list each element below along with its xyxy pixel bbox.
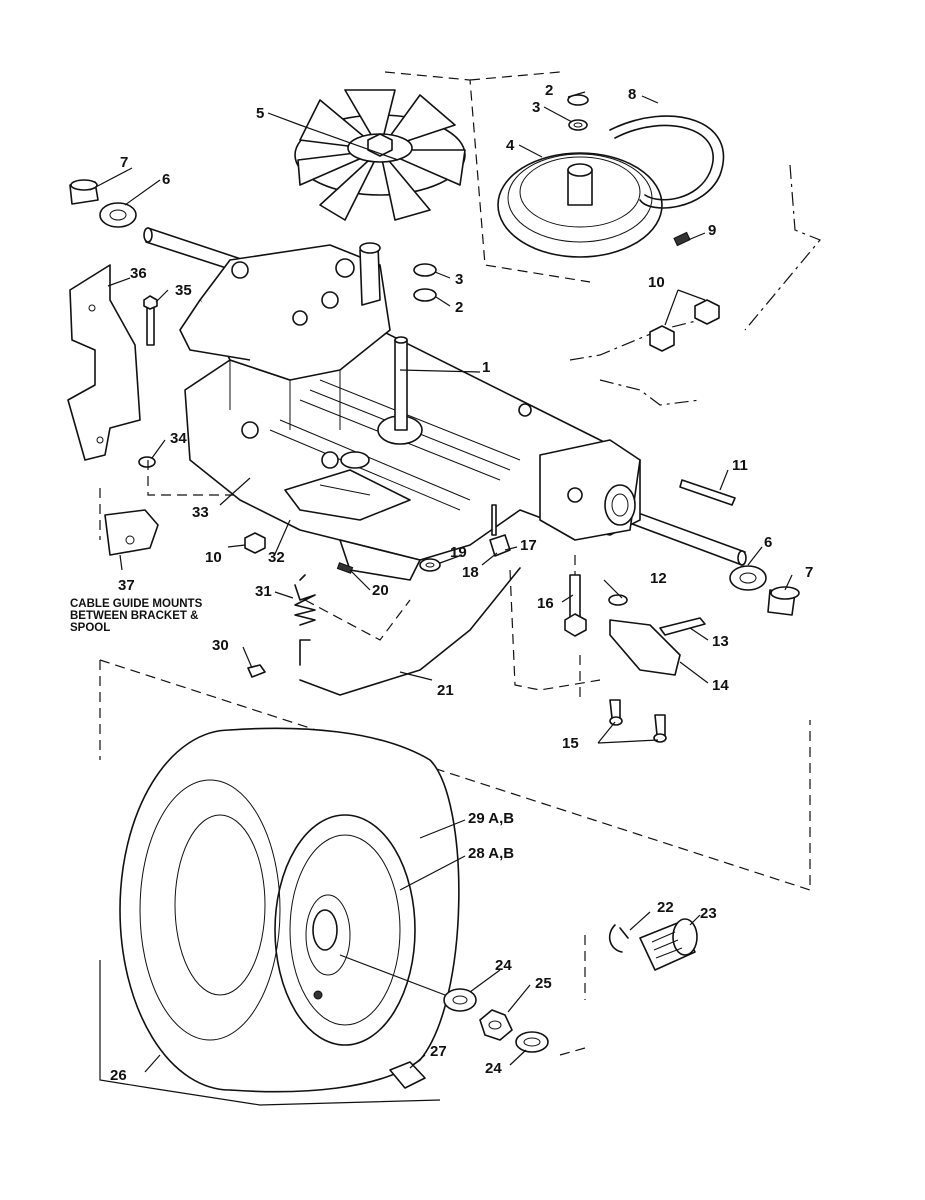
callout-9: 9: [708, 222, 716, 239]
callout-11: 11: [732, 457, 748, 474]
callout-10-left: 10: [205, 549, 222, 566]
note-line-2: BETWEEN BRACKET &: [70, 610, 199, 622]
callout-36: 36: [130, 265, 147, 282]
callout-24-upper: 24: [495, 957, 512, 974]
callout-7-right: 7: [805, 564, 813, 581]
callout-13: 13: [712, 633, 729, 650]
callout-25: 25: [535, 975, 552, 992]
callout-3-top: 3: [532, 99, 540, 116]
callout-35: 35: [175, 282, 192, 299]
mounting-bracket: [67, 264, 159, 556]
brake-parts: [564, 574, 706, 743]
callout-31: 31: [255, 583, 272, 600]
callout-15: 15: [562, 735, 579, 752]
note-line-1: CABLE GUIDE MOUNTS: [70, 598, 203, 610]
callout-8: 8: [628, 86, 636, 103]
callout-21: 21: [437, 682, 454, 699]
callout-26: 26: [110, 1067, 127, 1084]
callout-37: 37: [118, 577, 135, 594]
callout-16: 16: [537, 595, 554, 612]
hex-nuts: [244, 299, 720, 554]
callout-23: 23: [700, 905, 717, 922]
callout-1: 1: [482, 359, 490, 376]
callout-4: 4: [506, 137, 515, 154]
wheel-hub-parts: [339, 918, 698, 1089]
callout-22: 22: [657, 899, 674, 916]
callout-19: 19: [450, 544, 467, 561]
cooling-fan: [294, 89, 466, 221]
callout-7-left: 7: [120, 154, 128, 171]
cable-guide-note: CABLE GUIDE MOUNTS BETWEEN BRACKET & SPO…: [70, 598, 330, 634]
callout-27: 27: [430, 1043, 447, 1060]
note-line-3: SPOOL: [70, 622, 111, 634]
callout-6-right: 6: [764, 534, 772, 551]
tire-and-wheel: [119, 727, 460, 1093]
callout-29: 29 A,B: [468, 810, 514, 827]
left-axle: [69, 179, 251, 276]
callout-10-right: 10: [648, 274, 665, 291]
callout-17: 17: [520, 537, 537, 554]
right-axle: [626, 479, 800, 616]
control-rod-and-spring: [247, 504, 521, 696]
assembly-guide-lines: [99, 71, 821, 1056]
callout-24-lower: 24: [485, 1060, 502, 1077]
retaining-ring-top: [413, 94, 691, 302]
callout-33: 33: [192, 504, 209, 521]
drive-pulley: [497, 152, 663, 258]
callout-2-top: 2: [545, 82, 553, 99]
callout-32: 32: [268, 549, 285, 566]
callout-5: 5: [256, 105, 264, 122]
callout-30: 30: [212, 637, 229, 654]
callout-18: 18: [462, 564, 479, 581]
callout-2-lower: 2: [455, 299, 463, 316]
callout-14: 14: [712, 677, 729, 694]
callout-34: 34: [170, 430, 187, 447]
transaxle-housing: [179, 242, 641, 581]
callout-12: 12: [650, 570, 667, 587]
callout-28: 28 A,B: [468, 845, 514, 862]
callout-3-lower: 3: [455, 271, 463, 288]
leader-lines: [89, 91, 793, 1106]
callout-labels: 1 2 2 3 3 4 5 6 6 7 7 8 9 10 10 11 12 13…: [110, 82, 813, 1084]
drive-belt: [609, 115, 725, 209]
callout-6-left: 6: [162, 171, 170, 188]
callout-20: 20: [372, 582, 389, 599]
